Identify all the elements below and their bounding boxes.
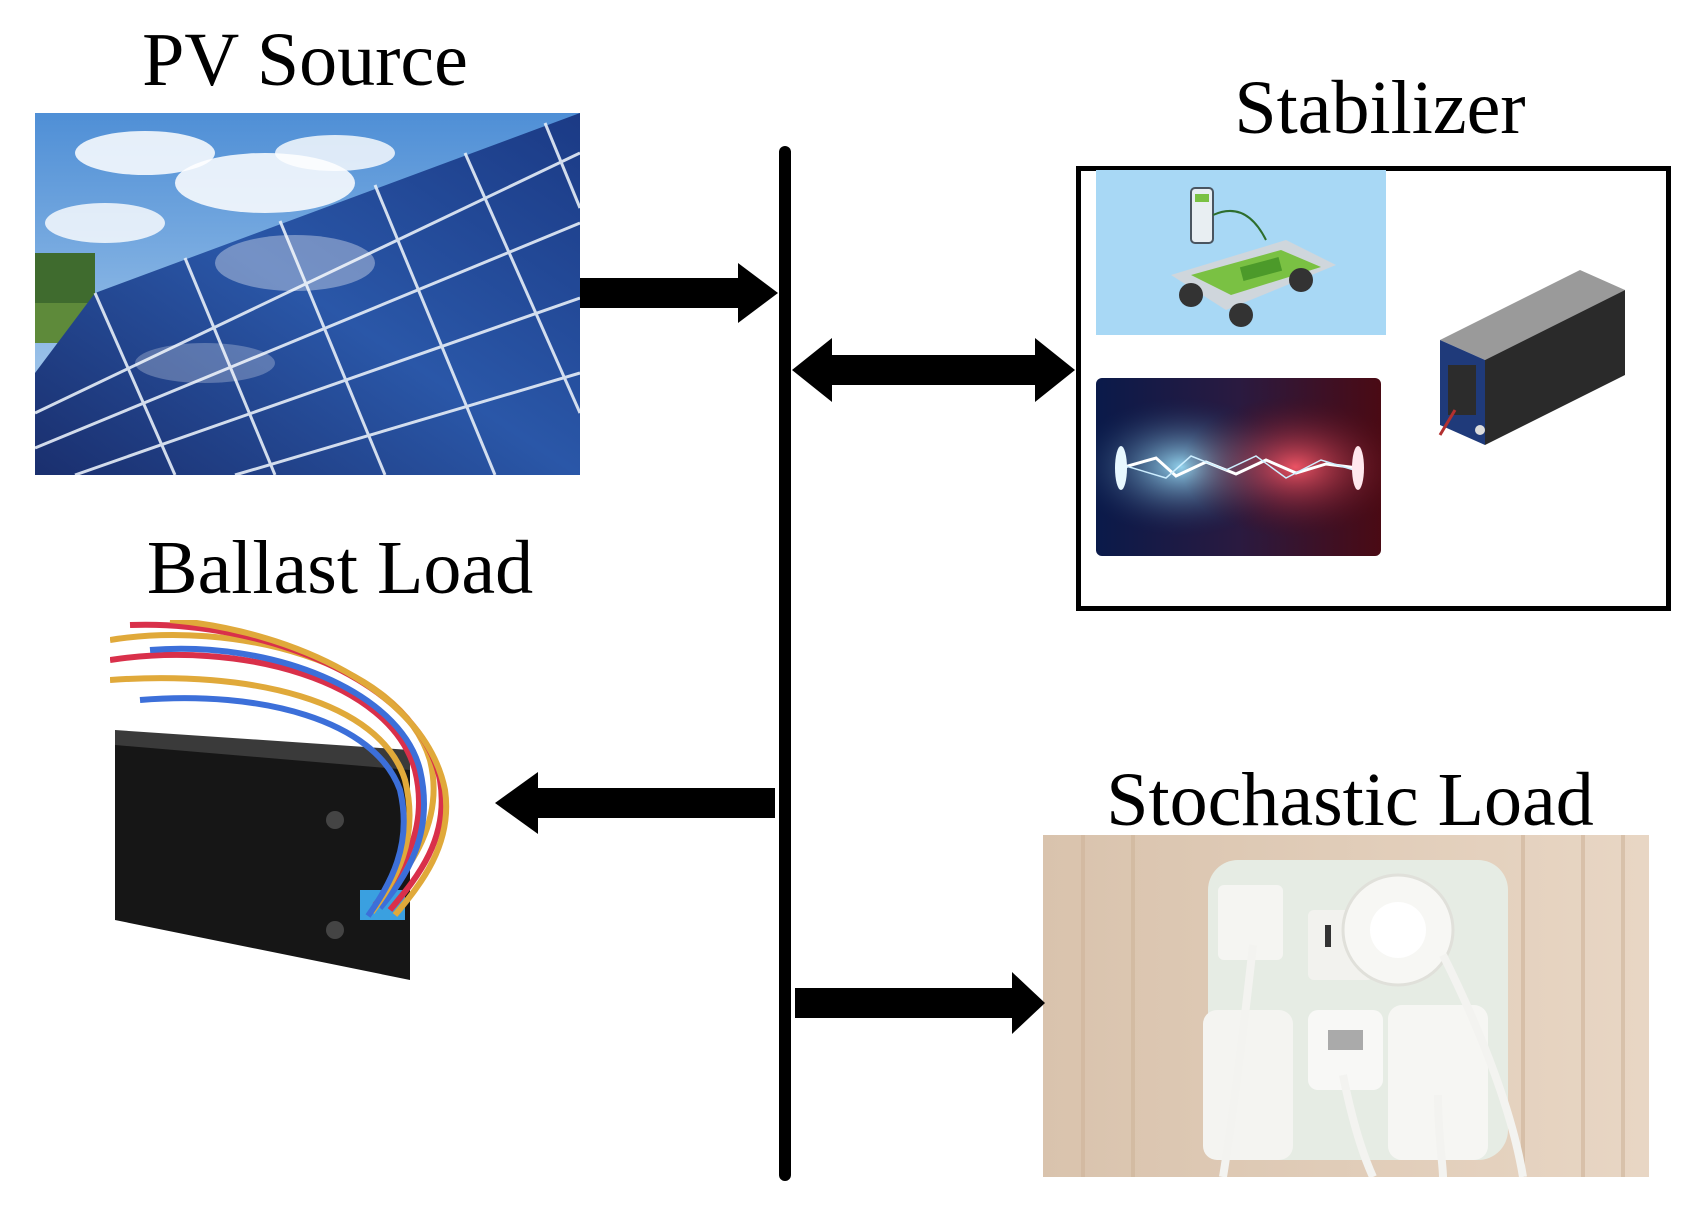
pv-to-bus-arrow bbox=[580, 263, 778, 323]
bus-to-ballast-arrow bbox=[495, 772, 775, 834]
stabilizer-label: Stabilizer bbox=[1234, 66, 1526, 150]
stabilizer-box bbox=[1076, 166, 1671, 611]
electric-vehicle-battery-icon bbox=[1096, 170, 1386, 335]
bus-stabilizer-bidirectional-arrow bbox=[792, 338, 1075, 402]
pv-source-label: PV Source bbox=[142, 18, 468, 102]
bus-to-stochastic-arrow bbox=[795, 972, 1045, 1034]
electric-arc-icon bbox=[1096, 378, 1381, 556]
battery-pack-icon bbox=[1420, 260, 1635, 465]
solar-panel-icon bbox=[35, 113, 580, 475]
stochastic-load-label: Stochastic Load bbox=[1106, 758, 1594, 842]
ballast-load-label: Ballast Load bbox=[146, 526, 534, 610]
wall-outlet-icon bbox=[1043, 835, 1649, 1177]
ballast-icon bbox=[110, 620, 510, 980]
